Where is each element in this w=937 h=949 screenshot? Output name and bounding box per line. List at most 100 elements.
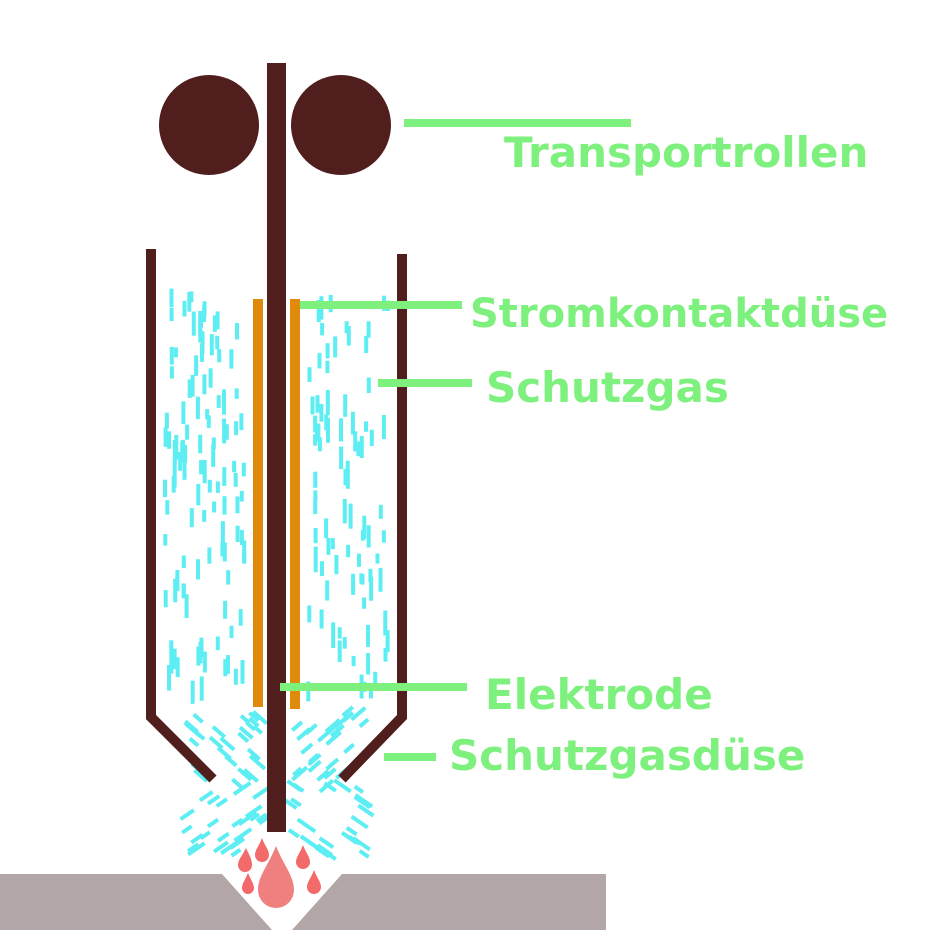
gas-particle <box>211 725 227 739</box>
gas-particle <box>237 810 258 827</box>
gas-particle <box>350 814 369 830</box>
gas-particle <box>248 716 260 728</box>
label-transport-rollers: Transportrollen <box>504 128 868 177</box>
label-shielding-gas: Schutzgas <box>486 363 729 412</box>
transport-rollers <box>159 75 391 175</box>
gas-particle <box>212 840 230 854</box>
gas-particle <box>229 837 246 850</box>
gas-particle <box>358 849 370 859</box>
gas-particle <box>190 833 204 845</box>
gas-particle <box>192 712 204 724</box>
gas-particle <box>299 834 318 849</box>
gas-particle <box>186 842 200 853</box>
gas-particle <box>242 768 260 783</box>
weld-droplets <box>238 838 321 908</box>
gas-particle <box>206 817 220 829</box>
gas-particle <box>350 706 367 722</box>
workpiece <box>0 874 606 930</box>
gas-particle <box>252 786 270 800</box>
electrode-wire <box>267 63 286 832</box>
roller-right <box>291 75 391 175</box>
gas-particle <box>343 742 356 755</box>
gas-particle <box>323 781 337 793</box>
gas-particle <box>233 827 253 843</box>
gas-particle <box>345 826 358 837</box>
gas-particle <box>333 778 352 794</box>
droplet <box>255 838 269 862</box>
gas-particle <box>219 736 236 752</box>
gas-particle <box>340 831 358 845</box>
gas-particle <box>323 767 337 780</box>
gas-particle <box>292 782 305 793</box>
gas-particle <box>331 723 345 737</box>
gas-particle <box>353 784 365 794</box>
contact-tip <box>253 299 300 709</box>
gas-particle <box>252 724 264 735</box>
gas-particle <box>193 768 209 783</box>
gas-particle <box>231 817 244 828</box>
gas-particle <box>316 843 333 857</box>
gas-particle <box>181 824 193 835</box>
gas-particle <box>237 767 253 782</box>
gas-particle <box>290 720 304 732</box>
droplet <box>296 845 310 869</box>
gas-particle <box>248 754 267 771</box>
gas-particle <box>304 723 318 736</box>
gas-particle <box>206 794 221 806</box>
gas-particle <box>316 769 330 782</box>
gas-particle <box>308 753 320 764</box>
gas-particle <box>230 847 242 858</box>
gas-particle <box>307 759 322 773</box>
gas-particle <box>188 736 200 748</box>
gas-particle <box>290 797 302 808</box>
gas-particle <box>324 725 336 736</box>
contact-tip-left <box>253 299 263 707</box>
gas-particle <box>251 710 269 726</box>
gas-particle <box>246 747 261 761</box>
gas-nozzle-left-wall <box>146 249 217 783</box>
gas-particle <box>208 735 224 750</box>
gas-particle <box>187 841 206 857</box>
gas-particle <box>183 721 202 738</box>
gas-particle <box>325 730 342 746</box>
droplet <box>242 873 254 894</box>
gas-particle <box>357 803 375 818</box>
gas-particle <box>249 812 261 822</box>
gas-particle <box>179 808 195 821</box>
workpiece-right <box>292 874 606 930</box>
gas-nozzle <box>146 249 407 783</box>
gas-particle <box>231 777 243 789</box>
workpiece-left <box>0 874 272 930</box>
label-contact-tip: Stromkontaktdüse <box>470 291 888 337</box>
contact-tip-right <box>290 299 300 709</box>
gas-particle <box>324 718 342 734</box>
gas-particle <box>292 766 303 777</box>
gas-particle <box>238 725 254 740</box>
leader-lines <box>280 119 631 761</box>
labels: Transportrollen Stromkontaktdüse Schutzg… <box>449 128 888 780</box>
droplet-main <box>258 846 294 908</box>
gas-nozzle-right-wall <box>338 254 407 783</box>
gas-particle <box>244 804 263 819</box>
gas-particle <box>244 720 257 732</box>
gas-particle <box>341 711 355 723</box>
label-electrode: Elektrode <box>485 670 713 719</box>
gas-particle <box>296 817 317 834</box>
label-gas-nozzle: Schutzgasdüse <box>449 731 805 780</box>
gas-particle <box>300 742 314 755</box>
gas-particle <box>318 836 335 850</box>
gas-particle <box>224 754 238 768</box>
gas-particle <box>353 795 372 809</box>
gas-particle <box>232 781 252 796</box>
gas-particle <box>325 757 340 771</box>
droplet <box>307 870 321 894</box>
gas-particle <box>341 705 355 718</box>
gas-particle <box>291 765 309 782</box>
gas-particle <box>198 790 214 803</box>
shielding-gas-particles <box>163 288 390 861</box>
gas-particle <box>255 812 268 823</box>
gas-particle <box>358 717 370 729</box>
gas-particle <box>287 828 300 839</box>
